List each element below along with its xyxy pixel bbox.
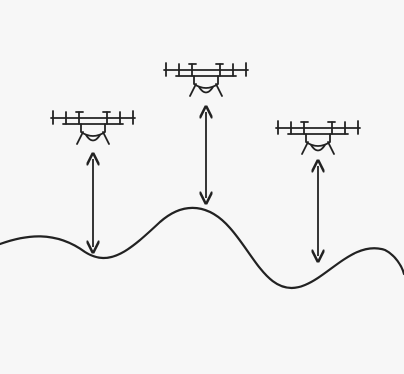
terrain-curve	[0, 206, 404, 290]
drone-right	[275, 120, 361, 155]
drone-icon	[50, 110, 136, 145]
drone-icon	[163, 62, 249, 97]
drone-left	[50, 110, 136, 145]
drone-center	[163, 62, 249, 97]
drone-icon	[275, 120, 361, 155]
